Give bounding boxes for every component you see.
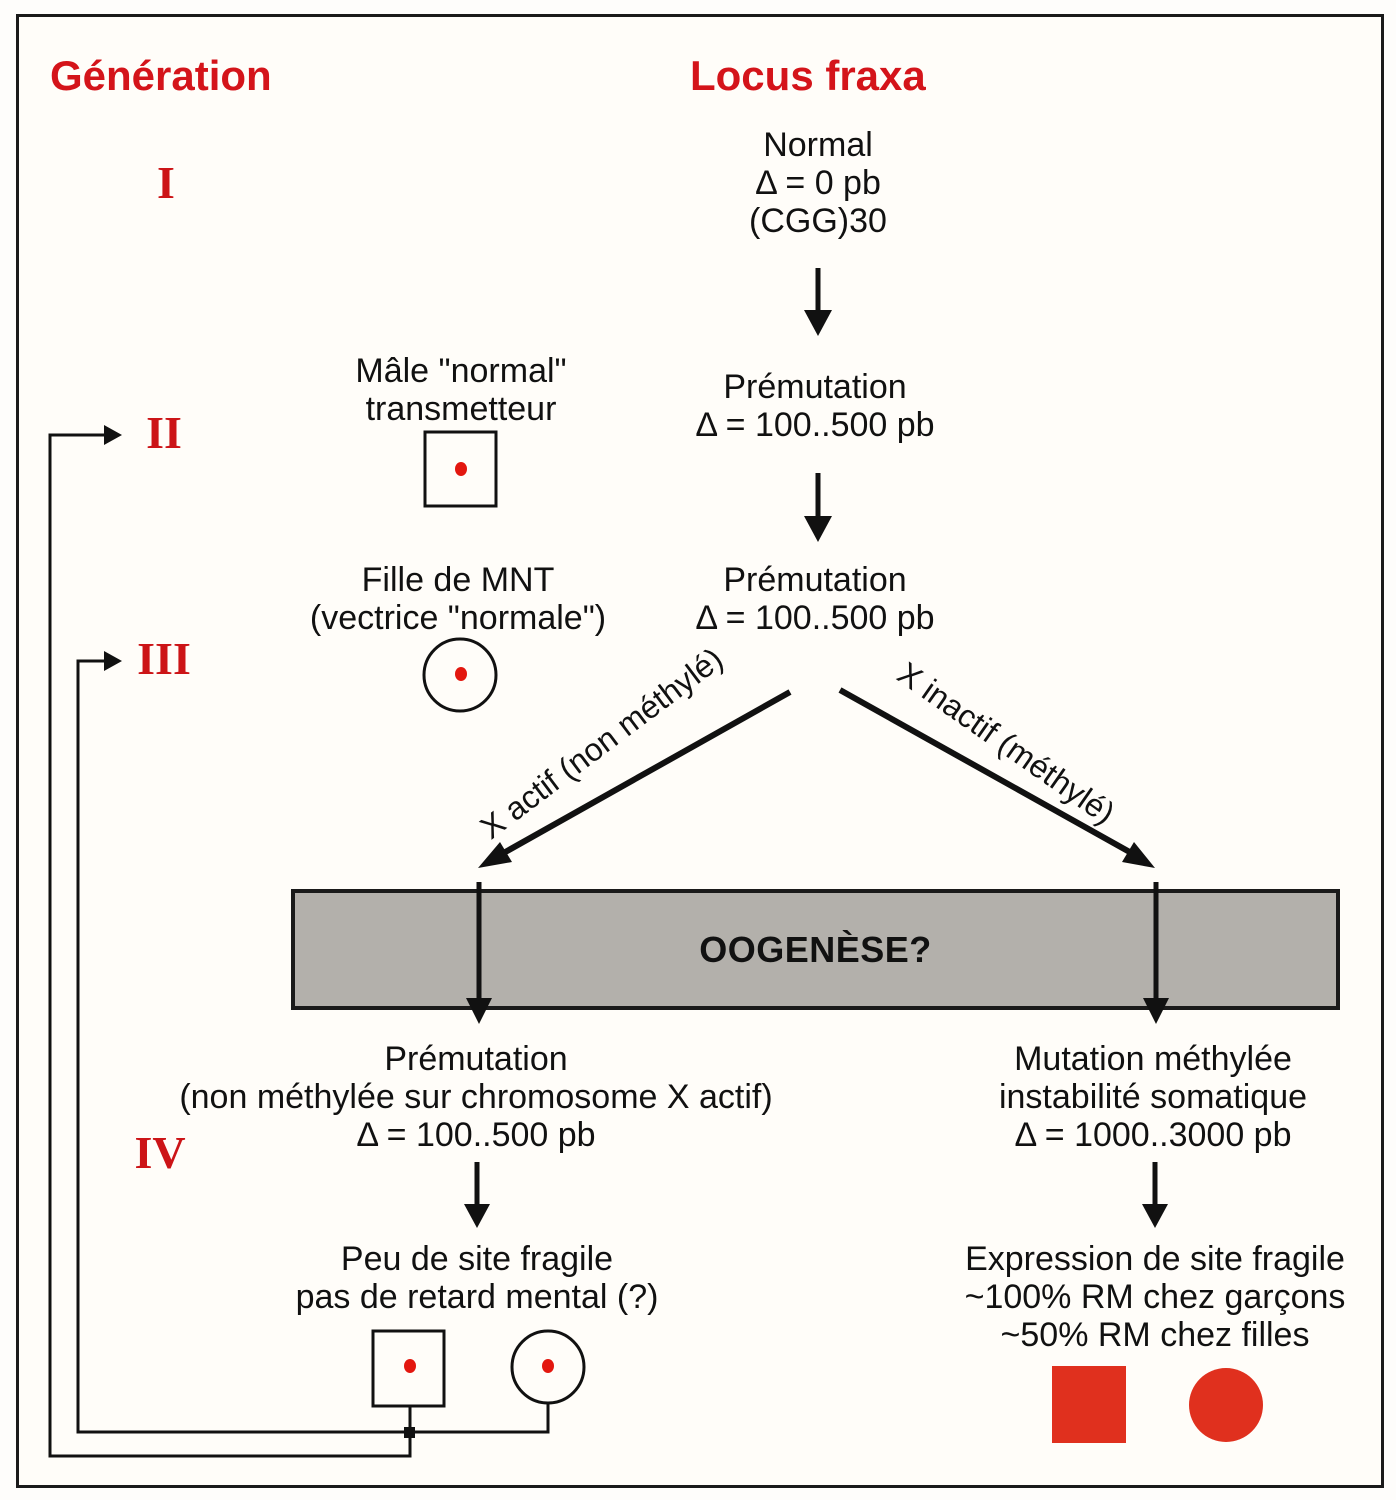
label-daughter: Fille de MNT (vectrice "normale") <box>310 561 606 637</box>
arrow-branch-inactive <box>838 687 1155 868</box>
generation-IV: IV <box>134 1127 186 1178</box>
affected-female-symbol <box>1189 1368 1263 1442</box>
arrow-premutation-to-premutation <box>804 473 832 542</box>
arrow-through-band-right <box>1143 882 1169 1024</box>
generation-II: II <box>146 407 182 458</box>
state-size: Δ = 1000..3000 pb <box>1014 1116 1292 1154</box>
arrow-premutation-to-outcome <box>464 1162 490 1228</box>
arrow-branch-active <box>478 689 792 868</box>
outcome-line: ~100% RM chez garçons <box>964 1278 1346 1316</box>
state-premutation-active: Prémutation (non méthylée sur chromosome… <box>179 1040 772 1154</box>
generation-I: I <box>157 157 175 208</box>
individual-title: Fille de MNT <box>361 561 555 599</box>
oogenesis-band: OOGENÈSE? <box>291 889 1340 1010</box>
arrow-through-band-left <box>466 882 492 1024</box>
arrow-normal-to-premutation <box>804 268 832 336</box>
outcome-line: Peu de site fragile <box>340 1240 614 1278</box>
feedback-line-to-gen2 <box>48 425 412 1458</box>
state-note: (non méthylée sur chromosome X actif) <box>179 1078 773 1116</box>
state-premutation-gen3: Prémutation Δ = 100..500 pb <box>695 561 934 637</box>
arrow-mutation-to-outcome <box>1142 1162 1168 1228</box>
state-size: Δ = 0 pb <box>755 164 881 202</box>
state-note: instabilité somatique <box>998 1078 1308 1116</box>
oogenesis-label: OOGENÈSE? <box>699 928 932 970</box>
state-title: Normal <box>763 126 873 164</box>
pedigree-junction <box>404 1427 415 1438</box>
female-carrier-symbol <box>422 637 498 713</box>
outcome-line: ~50% RM chez filles <box>1000 1316 1310 1354</box>
outcome-line: Expression de site fragile <box>965 1240 1345 1278</box>
state-size: Δ = 100..500 pb <box>695 599 935 637</box>
state-mutation-methylated: Mutation méthylée instabilité somatique … <box>999 1040 1307 1154</box>
state-normal: Normal Δ = 0 pb (CGG)30 <box>749 126 887 240</box>
generation-III: III <box>137 633 191 684</box>
state-premutation-gen2: Prémutation Δ = 100..500 pb <box>695 368 934 444</box>
locus-header: Locus fraxa <box>690 52 926 99</box>
affected-male-symbol <box>1052 1366 1126 1443</box>
state-size: Δ = 100..500 pb <box>356 1116 596 1154</box>
state-repeat: (CGG)30 <box>749 202 887 240</box>
outcome-right: Expression de site fragile ~100% RM chez… <box>965 1240 1346 1354</box>
state-title: Prémutation <box>723 368 907 406</box>
individual-subtitle: transmetteur <box>365 390 557 428</box>
individual-subtitle: (vectrice "normale") <box>309 599 607 637</box>
state-title: Prémutation <box>723 561 907 599</box>
individual-title: Mâle "normal" <box>355 352 567 390</box>
state-title: Prémutation <box>384 1040 568 1078</box>
outcome-line: pas de retard mental (?) <box>295 1278 659 1316</box>
male-carrier-symbol-gen4 <box>371 1329 446 1408</box>
male-carrier-symbol <box>423 430 498 508</box>
diagram-frame <box>16 14 1384 1488</box>
outcome-left: Peu de site fragile pas de retard mental… <box>296 1240 659 1316</box>
feedback-line-to-gen3 <box>76 651 550 1434</box>
state-size: Δ = 100..500 pb <box>695 406 935 444</box>
generation-header: Génération <box>50 52 272 99</box>
female-carrier-symbol-gen4 <box>510 1329 586 1405</box>
state-title: Mutation méthylée <box>1014 1040 1292 1078</box>
label-male-transmitter: Mâle "normal" transmetteur <box>355 352 566 428</box>
